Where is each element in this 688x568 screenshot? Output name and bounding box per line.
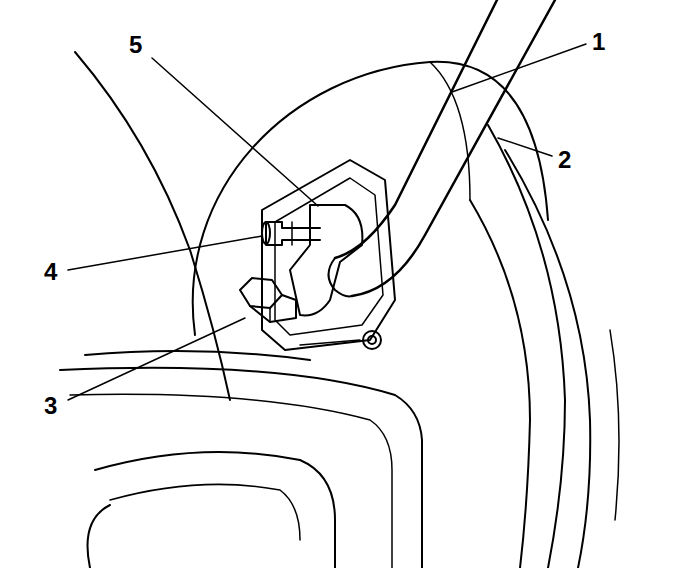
callout-number: 1 bbox=[590, 30, 607, 54]
callout-number: 3 bbox=[42, 394, 59, 418]
callout-number: 2 bbox=[556, 148, 573, 172]
callout-number: 5 bbox=[127, 33, 144, 57]
callout-number: 4 bbox=[42, 260, 59, 284]
